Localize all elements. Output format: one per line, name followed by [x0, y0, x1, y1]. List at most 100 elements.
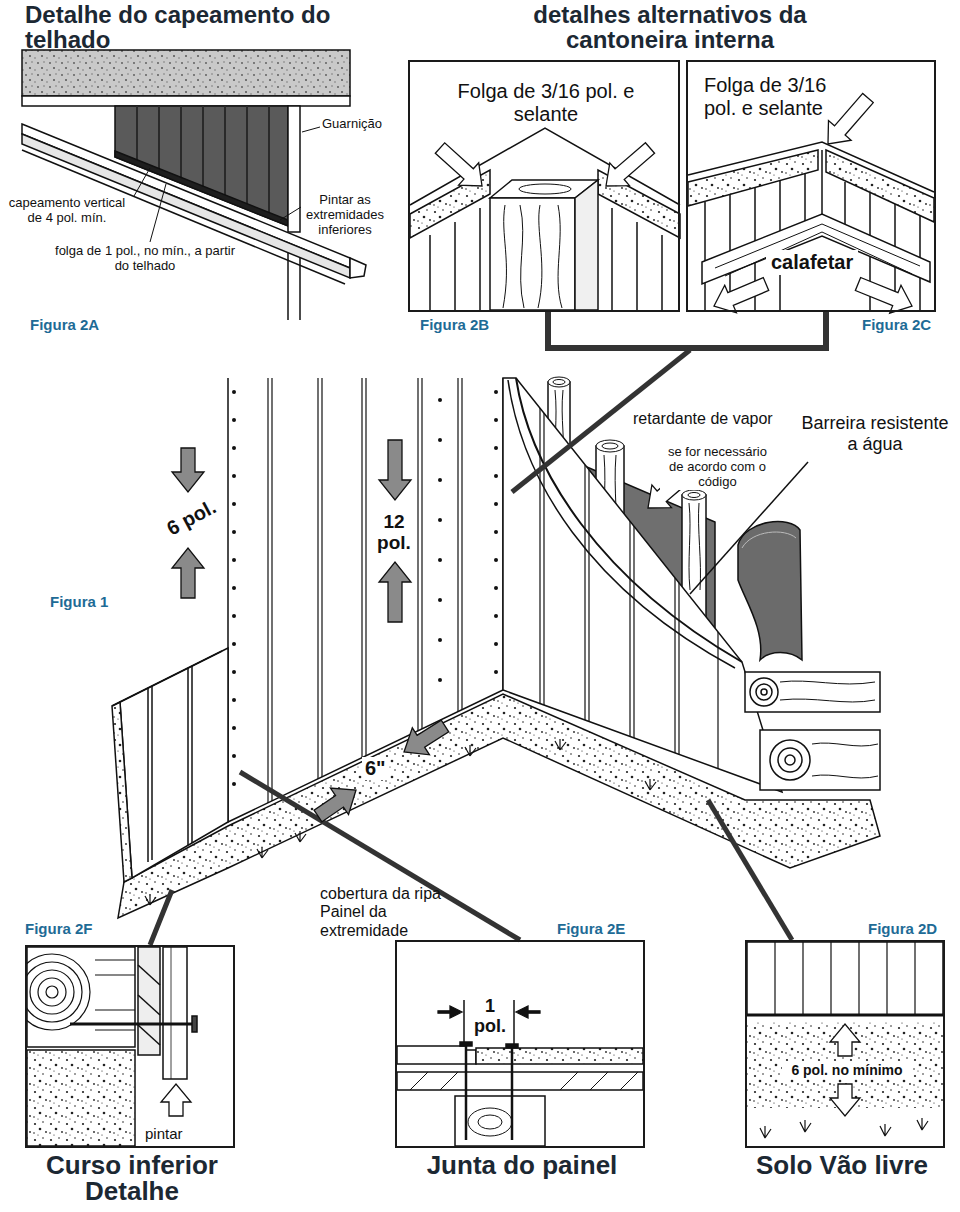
leader-line [134, 168, 150, 196]
leader-line [240, 772, 520, 940]
leader-line [302, 127, 320, 132]
bottom-course-detail [192, 1016, 197, 1032]
block-arrow [516, 1006, 540, 1018]
bottom-course-detail [14, 947, 197, 1146]
wall-illustration [465, 745, 476, 756]
bottom-course-detail [95, 1009, 135, 1010]
wall-illustration [317, 378, 318, 779]
wall-illustration [145, 739, 656, 905]
leader-line [280, 207, 301, 220]
wall-illustration [145, 894, 156, 905]
figure-number: Figura 2B [420, 316, 489, 333]
roof-detail [202, 106, 204, 192]
wall-illustration [457, 378, 458, 712]
wall-illustration [494, 474, 498, 478]
wall-illustration [645, 779, 656, 790]
wall-illustration [674, 578, 675, 753]
part-name: retardante de vapor [633, 410, 791, 428]
panel-joint-detail [397, 1072, 643, 1090]
wall-illustration [588, 470, 589, 722]
wall-illustration [778, 748, 802, 772]
wall-illustration [745, 672, 880, 712]
wall-illustration [438, 638, 442, 642]
bottom-course-detail [138, 995, 160, 1015]
corner-detail-c [725, 232, 912, 276]
leader-bracket [548, 312, 826, 348]
wall-illustration [543, 413, 544, 705]
panel-joint-detail [410, 1072, 638, 1090]
corner-detail-b [538, 205, 542, 308]
block-arrow [828, 93, 873, 144]
soil-clearance-detail [747, 942, 943, 1138]
wall-illustration [494, 390, 498, 394]
part-note: Pintar as extremidades inferiores [303, 193, 387, 238]
corner-detail-c [826, 150, 934, 222]
wall-illustration [761, 689, 767, 695]
wall-illustration [742, 532, 796, 548]
corner-detail-b [429, 235, 431, 310]
wall-illustration [494, 530, 498, 534]
part-note: capeamento vertical de 4 pol. mín. [3, 196, 131, 226]
wall-illustration [232, 390, 498, 786]
wall-illustration [120, 648, 228, 878]
bottom-course-detail [27, 1050, 135, 1146]
block-arrow [379, 440, 411, 500]
bottom-course-detail [95, 959, 135, 960]
wall-illustration [438, 478, 442, 482]
dimension-label: 12 pol. [373, 512, 415, 554]
detail-panel: Folga de 3/16 pol. e selantecalafetar [686, 60, 936, 312]
wall-illustration [112, 651, 222, 706]
soil-clearance-detail [760, 1126, 771, 1138]
corner-detail-b [661, 235, 663, 310]
soil-clearance-detail [747, 942, 943, 1015]
wall-illustration [785, 755, 795, 765]
bottom-course-detail [95, 1029, 135, 1030]
panel-joint-detail [465, 1044, 468, 1140]
wall-illustration [438, 598, 442, 602]
bottom-course-detail [70, 1023, 196, 1026]
wall-illustration [596, 440, 624, 452]
wall-illustration [548, 377, 570, 387]
panel-joint-detail [506, 1044, 518, 1048]
wall-illustration [699, 503, 701, 590]
panel-joint-detail [560, 1072, 578, 1090]
block-arrow [404, 720, 449, 755]
panel-heading: Solo Vão livre [732, 1152, 952, 1178]
panel-heading: Junta do painel [377, 1152, 667, 1178]
wall-illustration [232, 642, 236, 646]
wall-illustration [494, 502, 498, 506]
dimension-label: 1 pol. [468, 997, 512, 1037]
leader-line [708, 800, 792, 940]
wall-illustration [421, 378, 422, 729]
panel-heading: Curso inferior Detalhe [12, 1152, 252, 1204]
wall-illustration [361, 378, 362, 758]
soil-clearance-detail [775, 942, 915, 1015]
figure-number: Figura 2F [25, 920, 93, 937]
wall-illustration [187, 668, 189, 845]
wall-illustration [232, 698, 236, 702]
figure-number: Figura 2A [30, 316, 99, 333]
block-arrow [714, 278, 769, 313]
part-note: folga de 1 pol., no mín., a partir do te… [55, 244, 235, 274]
corner-detail-b [558, 205, 562, 308]
panel-joint-detail [513, 1000, 515, 1044]
wall-illustration [112, 377, 880, 918]
part-note: se for necessário de acordo com o código [660, 445, 775, 490]
wall-illustration [232, 474, 236, 478]
corner-detail-b [520, 205, 524, 308]
block-arrow [830, 1024, 860, 1056]
wall-illustration [584, 465, 585, 720]
detail-panel: pintarCurso inferior Detalhe [25, 945, 235, 1148]
roof-detail [350, 258, 366, 278]
wall-illustration [555, 739, 566, 750]
panel-joint-detail [410, 1072, 428, 1090]
wall-illustration [678, 583, 679, 755]
wall-illustration [112, 702, 132, 882]
wall-illustration [232, 670, 236, 674]
panel-joint-detail [478, 1115, 502, 1129]
dimension-label: 6 pol. [163, 495, 220, 540]
figure-number: Figura 2D [868, 920, 937, 937]
part-name: Guarnição [322, 117, 382, 132]
roof-detail [22, 50, 366, 320]
